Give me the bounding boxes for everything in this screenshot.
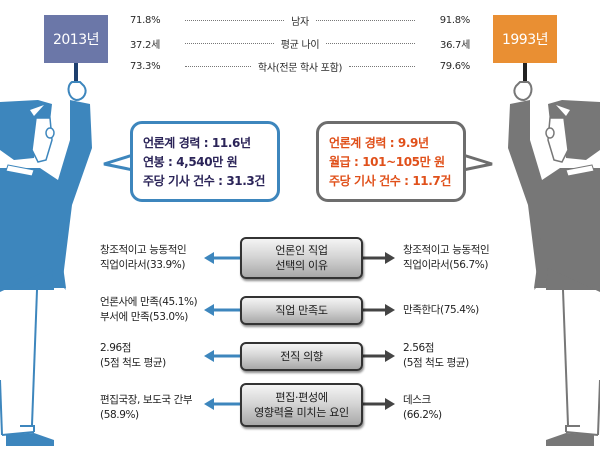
text-line: 2.96점 [100, 342, 132, 354]
arrow-left-icon [204, 350, 214, 362]
stat-value-1993: 79.6% [439, 60, 471, 72]
arrow-left-icon [204, 252, 214, 264]
bubble-tail-2013 [103, 153, 134, 172]
text-line: (5점 척도 평균) [403, 357, 469, 369]
sign-stick-2013 [74, 63, 78, 83]
bubble-line-career: 언론계 경력 : 9.9년 [329, 136, 429, 150]
year-sign-2013: 2013년 [44, 15, 108, 63]
topic-line: 직업 만족도 [275, 304, 328, 317]
speech-bubble-2013: 언론계 경력 : 11.6년 연봉 : 4,540만 원 주당 기사 건수 : … [130, 121, 280, 202]
arrow-right-icon [385, 350, 395, 362]
head-2013 [0, 100, 52, 160]
bubble-line-salary: 월급 : 101~105만 원 [329, 155, 445, 169]
bubble-line-articles: 주당 기사 건수 : 31.3건 [143, 174, 265, 188]
shoe-2013 [6, 433, 54, 446]
text-line: 창조적이고 능동적인 [403, 244, 490, 256]
comparison-2013-job-change: 2.96점 (5점 척도 평균) [100, 341, 235, 371]
dotted-leader [326, 42, 416, 44]
topic-line: 선택의 이유 [275, 259, 328, 272]
shoe-1993 [546, 433, 594, 446]
hand-2013 [67, 81, 87, 102]
text-line: 직업이라서(33.9%) [100, 259, 186, 271]
dotted-leader [185, 65, 251, 67]
dotted-leader [315, 19, 415, 21]
text-line: 직업이라서(56.7%) [403, 259, 489, 271]
figure-1993-icon [508, 63, 600, 446]
text-line: 만족한다(75.4%) [403, 304, 479, 316]
comparison-1993-job-change: 2.56점 (5점 척도 평균) [403, 341, 538, 371]
bubble-line-articles: 주당 기사 건수 : 11.7건 [329, 174, 451, 188]
topic-line: 전직 의향 [280, 350, 323, 363]
year-label-2013: 2013년 [52, 32, 100, 48]
arrows [204, 252, 395, 410]
dotted-leader [185, 42, 274, 44]
dotted-leader [349, 65, 416, 67]
speech-bubble-1993: 언론계 경력 : 9.9년 월급 : 101~105만 원 주당 기사 건수 :… [316, 121, 466, 202]
topic-box-job-reason: 언론인 직업 선택의 이유 [240, 237, 363, 279]
topic-line: 영향력을 미치는 요인 [254, 406, 349, 419]
arrow-left-icon [204, 398, 214, 410]
comparison-2013-satisfaction: 언론사에 만족(45.1%) 부서에 만족(53.0%) [100, 295, 235, 325]
comparison-2013-editorial-influence: 편집국장, 보도국 간부 (58.9%) [100, 393, 235, 423]
stat-value-2013: 71.8% [130, 14, 161, 26]
comparison-1993-job-reason: 창조적이고 능동적인 직업이라서(56.7%) [403, 243, 538, 273]
text-line: (66.2%) [403, 409, 442, 421]
topic-box-job-change: 전직 의향 [240, 342, 363, 371]
arrow-right-icon [385, 398, 395, 410]
sign-stick-1993 [523, 63, 527, 83]
topic-line: 편집·편성에 [275, 391, 328, 404]
text-line: 부서에 만족(53.0%) [100, 311, 188, 323]
arrow-right-icon [385, 252, 395, 264]
stat-row-gender: 71.8% 남자 91.8% [130, 13, 471, 28]
text-line: (5점 척도 평균) [100, 357, 166, 369]
bubble-line-career: 언론계 경력 : 11.6년 [143, 136, 251, 150]
text-line: 언론사에 만족(45.1%) [100, 296, 198, 308]
dotted-leader [185, 19, 285, 21]
hand-1993 [513, 81, 533, 102]
stat-value-2013: 37.2세 [130, 39, 160, 51]
topic-box-satisfaction: 직업 만족도 [240, 296, 363, 325]
arrow-right-icon [385, 304, 395, 316]
stat-label: 남자 [291, 16, 309, 28]
arrow-left-icon [204, 304, 214, 316]
comparison-1993-editorial-influence: 데스크 (66.2%) [403, 393, 538, 423]
stat-label: 평균 나이 [280, 39, 320, 51]
stat-value-1993: 91.8% [439, 14, 471, 26]
year-sign-1993: 1993년 [493, 15, 557, 63]
year-label-1993: 1993년 [501, 32, 549, 48]
comparison-1993-satisfaction: 만족한다(75.4%) [403, 303, 538, 318]
topic-box-editorial-influence: 편집·편성에 영향력을 미치는 요인 [240, 383, 363, 427]
text-line: 데스크 [403, 394, 431, 406]
stat-label: 학사(전문 학사 포함) [257, 62, 343, 74]
figure-2013-icon [0, 63, 92, 446]
topic-line: 언론인 직업 [275, 244, 328, 257]
text-line: 편집국장, 보도국 간부 [100, 394, 193, 406]
text-line: 창조적이고 능동적인 [100, 244, 187, 256]
bubble-tail-1993 [462, 153, 493, 172]
comparison-2013-job-reason: 창조적이고 능동적인 직업이라서(33.9%) [100, 243, 235, 273]
text-line: (58.9%) [100, 409, 139, 421]
stat-value-2013: 73.3% [130, 60, 161, 72]
stat-row-education: 73.3% 학사(전문 학사 포함) 79.6% [130, 59, 471, 74]
stat-row-age: 37.2세 평균 나이 36.7세 [130, 36, 471, 51]
text-line: 2.56점 [403, 342, 435, 354]
stat-value-1993: 36.7세 [440, 39, 471, 51]
bubble-line-salary: 연봉 : 4,540만 원 [143, 155, 238, 169]
